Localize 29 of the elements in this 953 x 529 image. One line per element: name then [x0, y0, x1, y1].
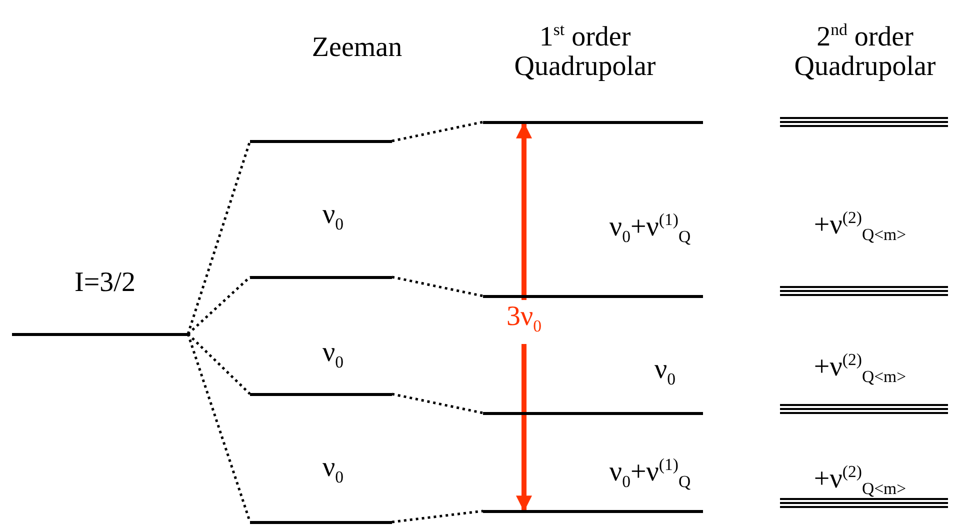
- split-energy-level: [780, 286, 948, 296]
- dotted-connector: [392, 510, 484, 524]
- dotted-connector: [187, 333, 251, 395]
- energy-level-line: [483, 412, 703, 415]
- split-energy-level: [780, 117, 948, 127]
- energy-level-line: [250, 276, 392, 279]
- transition-frequency: ν$_{0}$: [322, 200, 344, 236]
- transition-frequency: ν$_{0}$: [322, 338, 344, 374]
- energy-level-line: [250, 393, 392, 396]
- dotted-connector: [392, 276, 484, 298]
- energy-level-line: [483, 510, 703, 513]
- transition-frequency: ν$_{0}$: [322, 453, 344, 489]
- dotted-connector: [392, 120, 484, 142]
- column-heading: 2$^{nd}$ order Quadrupolar: [793, 19, 937, 82]
- transition-arrow: [516, 122, 532, 512]
- split-energy-level: [780, 404, 948, 414]
- split-energy-level: [780, 498, 948, 508]
- energy-level-line: [250, 521, 392, 524]
- dotted-connector: [392, 392, 484, 414]
- energy-level-line: [483, 121, 703, 124]
- column-heading: 1$^{st}$ order Quadrupolar: [513, 19, 657, 82]
- spin-label: I=3/2: [74, 268, 136, 298]
- column-heading: Zeeman: [312, 33, 402, 63]
- edge-label: 3ν$_{0}$: [506, 300, 542, 344]
- transition-frequency: ν$_{0}$: [654, 355, 676, 391]
- dotted-connector: [186, 140, 252, 334]
- energy-level-line: [483, 295, 703, 298]
- dotted-connector: [187, 276, 251, 335]
- energy-level-line: [250, 140, 392, 143]
